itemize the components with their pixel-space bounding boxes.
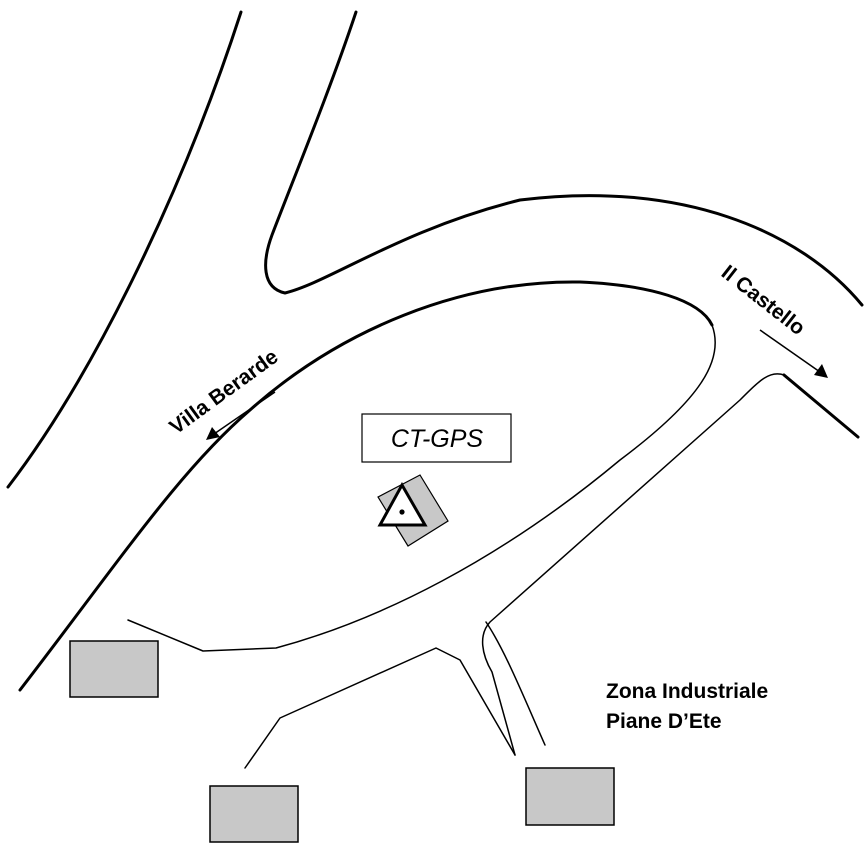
road-south-east <box>485 621 546 746</box>
zone-label-line1: Zona Industriale <box>606 680 768 703</box>
station-label: CT-GPS <box>391 425 483 453</box>
zone-label-line2: Piane D’Ete <box>606 710 722 733</box>
label-villa-berarde: Villa Berarde <box>165 345 282 439</box>
arrow-icon <box>206 391 276 440</box>
label-il-castello: Il Castello <box>717 261 809 340</box>
building-west <box>69 640 159 698</box>
triangle-with-dot-icon <box>377 474 449 547</box>
road-hairpin <box>264 10 864 307</box>
station-label-box <box>361 413 512 463</box>
arrow-icon <box>759 329 828 378</box>
road-inner-loop <box>127 324 716 652</box>
road-west <box>6 10 243 489</box>
building-south-east <box>525 767 615 826</box>
road-castello-outer <box>782 373 860 439</box>
building-south <box>209 785 299 843</box>
road-south-west <box>244 647 516 769</box>
road-main-loop <box>18 280 714 692</box>
road-castello-inner <box>481 373 785 756</box>
